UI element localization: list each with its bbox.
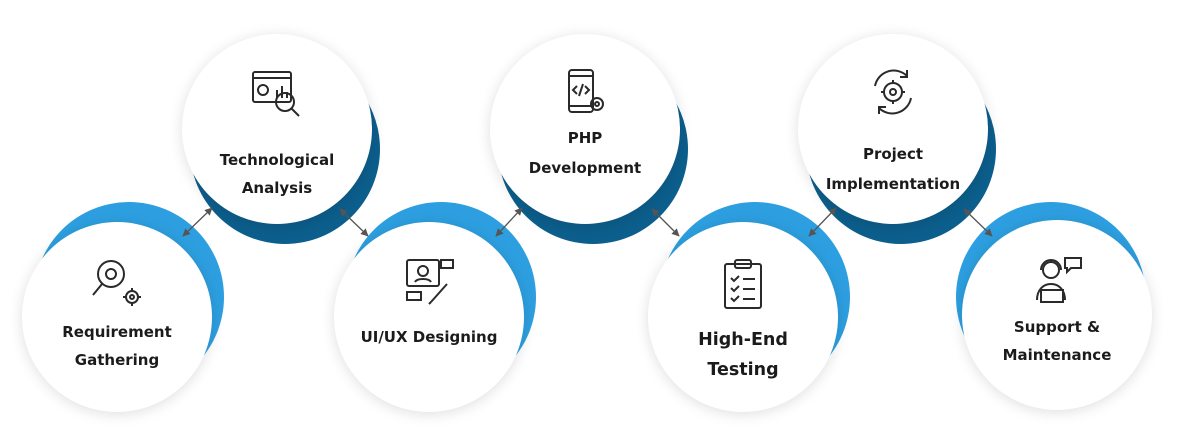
step-label-line1: Technological xyxy=(219,151,335,169)
connector-arrow xyxy=(651,208,680,237)
step-label-line1: PHP xyxy=(567,129,603,147)
step-label-line1: High-End xyxy=(698,330,788,350)
step-technological-analysis: Technological Analysis xyxy=(182,34,380,244)
step-ui-ux-designing: UI/UX Designing xyxy=(334,202,536,412)
step-disc xyxy=(962,220,1152,410)
connector-arrow xyxy=(495,207,523,237)
step-label-line1: Requirement xyxy=(62,323,172,341)
step-disc xyxy=(648,222,838,412)
step-label-line2: Testing xyxy=(707,360,779,380)
connector-arrow xyxy=(339,208,369,237)
step-high-end-testing: High-End Testing xyxy=(648,202,850,412)
step-disc xyxy=(490,34,680,224)
step-label-line2: Gathering xyxy=(74,351,160,369)
design-tools-icon xyxy=(401,254,457,310)
support-agent-icon xyxy=(1029,252,1085,308)
analytics-report-icon xyxy=(249,66,305,122)
connector-arrow xyxy=(808,207,837,237)
step-label-line2: Analysis xyxy=(241,179,313,197)
step-disc xyxy=(22,222,212,412)
step-label-line2: Implementation xyxy=(825,175,961,193)
step-label-line1: Project xyxy=(862,145,924,163)
step-support-maintenance: Support & Maintenance xyxy=(956,202,1152,410)
step-label-line1: Support & xyxy=(1013,318,1101,336)
clipboard-checklist-icon xyxy=(715,256,771,312)
step-disc xyxy=(334,222,524,412)
gear-cycle-icon xyxy=(865,64,921,120)
connector-arrow xyxy=(182,207,213,237)
step-label-line2: Maintenance xyxy=(1002,346,1112,364)
step-disc xyxy=(182,34,372,224)
step-disc xyxy=(798,34,988,224)
step-label-line1: UI/UX Designing xyxy=(360,328,498,346)
mobile-code-icon xyxy=(557,66,613,122)
connector-arrow xyxy=(963,208,993,237)
magnifier-gears-icon xyxy=(89,254,145,310)
step-label-line2: Development xyxy=(528,159,642,177)
